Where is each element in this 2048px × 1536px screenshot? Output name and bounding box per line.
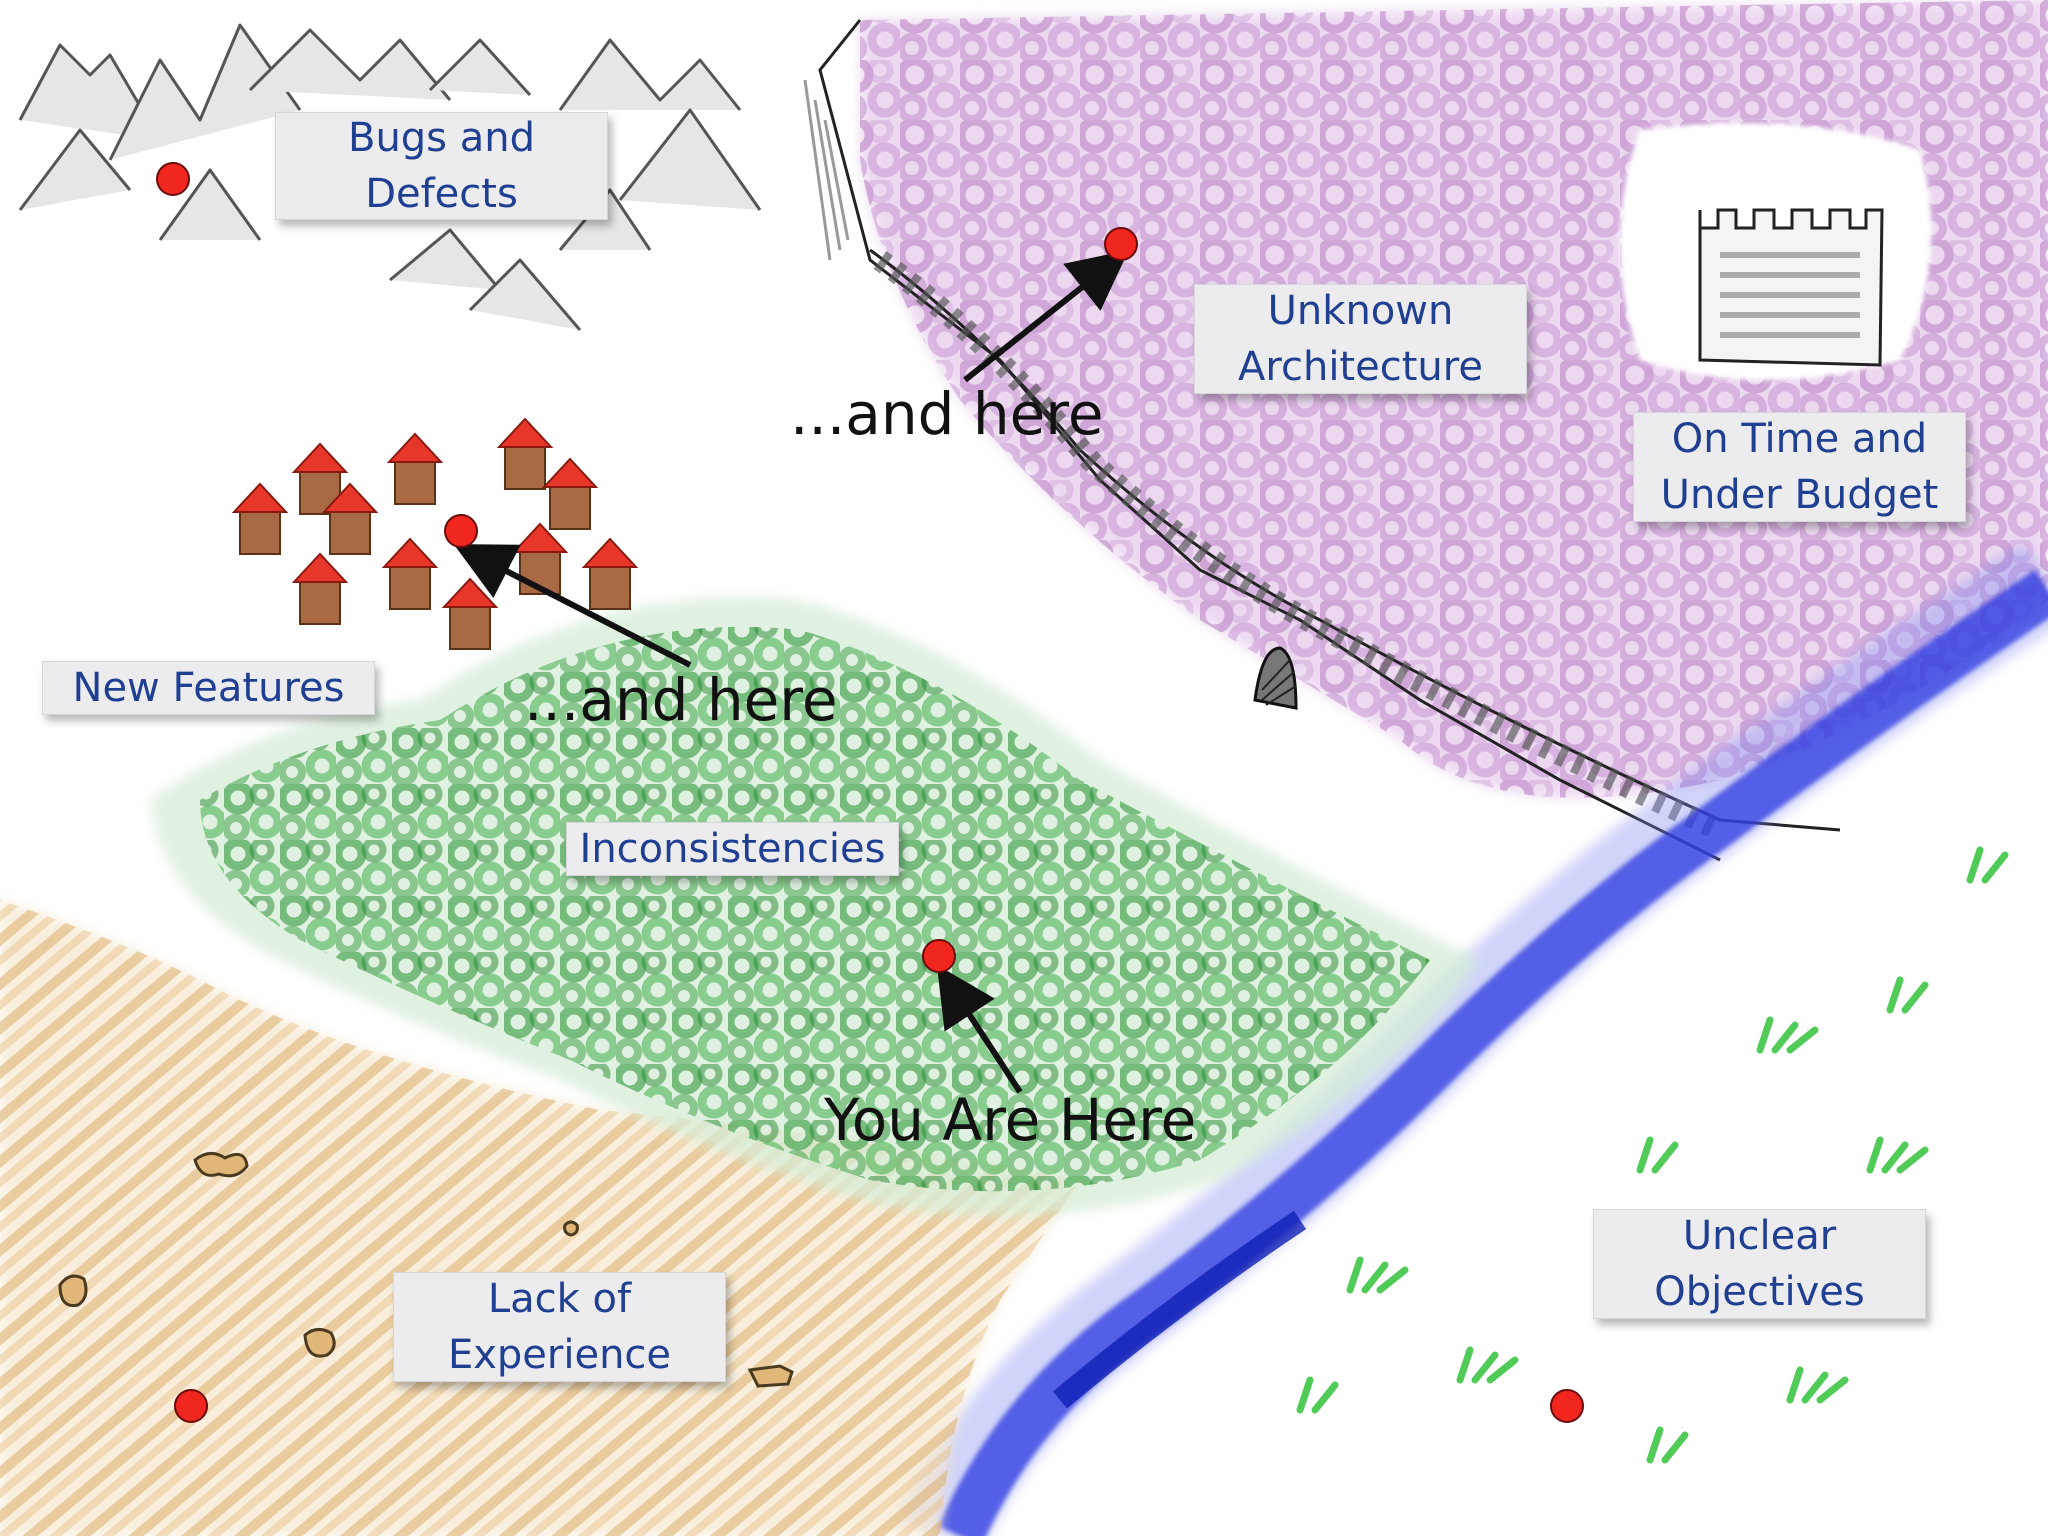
label-ontime-line2: Under Budget [1660,472,1939,518]
label-unknown-line2: Architecture [1238,344,1483,390]
label-lack-of-experience: Lack of Experience [393,1272,726,1382]
callout-and-here-architecture: ...and here [790,380,1104,448]
gate-icon [1253,646,1298,710]
forest-region [150,597,1480,1216]
label-new-features: New Features [42,661,375,715]
label-unclear-line1: Unclear [1682,1213,1837,1259]
castle-icon [1698,208,1884,367]
label-lack-line1: Lack of [487,1276,632,1322]
arrow-icon [453,250,1129,1094]
callout-and-here-features: ...and here [524,666,838,734]
river [898,542,2048,1536]
label-bugs-line2: Defects [365,171,518,217]
label-unknown-line1: Unknown [1267,288,1454,334]
label-inconsistencies-text: Inconsistencies [579,826,886,872]
label-unknown-architecture: Unknown Architecture [1194,284,1527,394]
label-unclear-line2: Objectives [1654,1269,1865,1315]
rock-icon [58,1152,794,1388]
swamp-region [860,0,2048,798]
label-ontime-line1: On Time and [1671,416,1928,462]
marker-new-features [444,514,478,548]
label-bugs-line1: Bugs and [348,115,535,161]
house-icon [231,417,639,650]
marker-unknown-architecture [1104,227,1138,261]
grass-tuft-icon [1296,846,2009,1464]
label-new-features-text: New Features [72,665,345,711]
label-lack-line2: Experience [447,1332,672,1378]
label-on-time-under-budget: On Time and Under Budget [1633,412,1966,522]
callout-you-are-here: You Are Here [824,1086,1197,1154]
field-region [0,900,1080,1536]
label-unclear-objectives: Unclear Objectives [1593,1209,1926,1319]
label-bugs-and-defects: Bugs and Defects [275,112,608,220]
label-inconsistencies: Inconsistencies [566,822,899,876]
mountain-icon [18,23,762,331]
marker-bugs [156,162,190,196]
location-markers [156,162,1584,1423]
marker-lack-of-experience [174,1389,208,1423]
marker-you-are-here [922,939,956,973]
marker-unclear-objectives [1550,1389,1584,1423]
